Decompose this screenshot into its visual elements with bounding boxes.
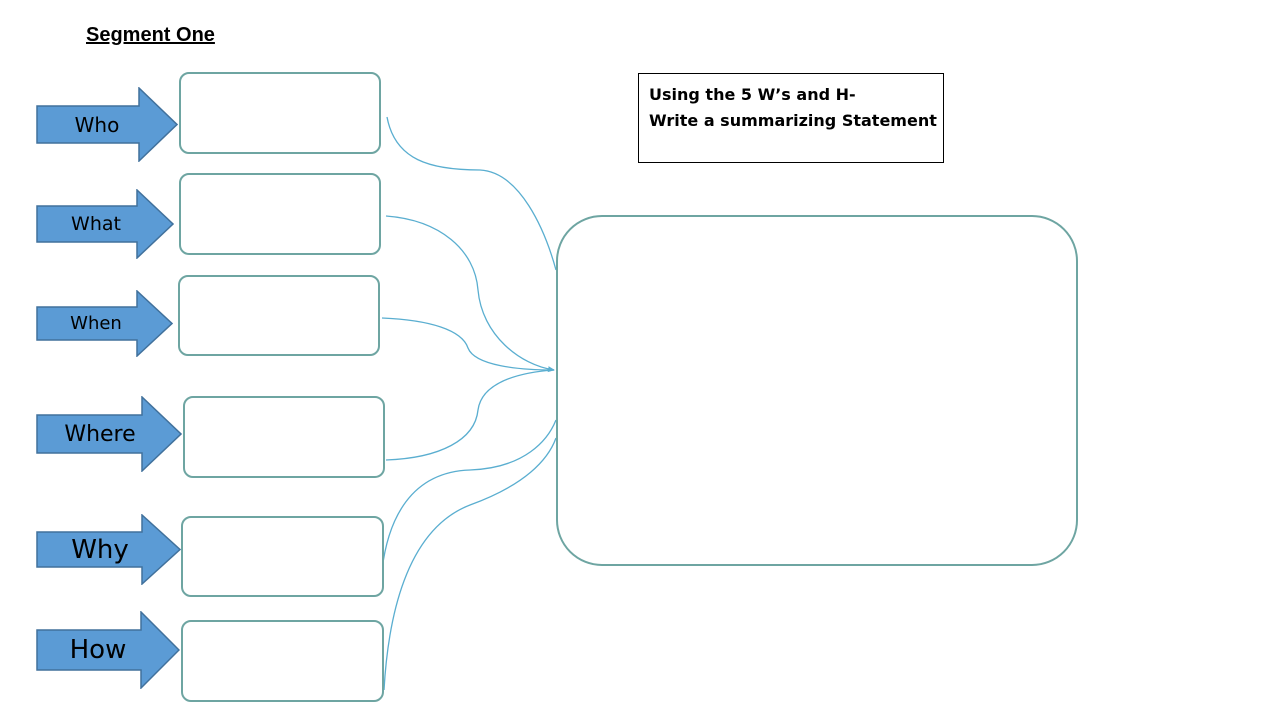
arrow-when: When <box>36 289 174 358</box>
arrow-label-where: Where <box>64 421 136 447</box>
how-answer-box[interactable] <box>181 620 384 702</box>
connector-why <box>381 419 557 571</box>
instruction-line-2: Write a summarizing Statement <box>649 111 937 130</box>
what-answer-box[interactable] <box>179 173 381 255</box>
summary-statement-box[interactable] <box>556 215 1078 566</box>
connector-how <box>383 437 557 691</box>
arrow-label-what: What <box>71 213 121 235</box>
connector-when <box>381 317 555 371</box>
arrow-label-when: When <box>70 313 122 334</box>
arrow-label-why: Why <box>71 534 129 565</box>
who-answer-box[interactable] <box>179 72 381 154</box>
when-answer-box[interactable] <box>178 275 380 356</box>
arrow-why: Why <box>36 513 182 586</box>
where-answer-box[interactable] <box>183 396 385 478</box>
arrow-label-how: How <box>69 635 127 665</box>
connector-what <box>385 215 555 373</box>
arrow-what: What <box>36 188 175 260</box>
arrow-label-who: Who <box>74 112 120 137</box>
arrow-who: Who <box>36 86 179 163</box>
instruction-box: Using the 5 W’s and H- Write a summarizi… <box>638 73 944 163</box>
instruction-line-1: Using the 5 W’s and H- <box>649 85 856 104</box>
why-answer-box[interactable] <box>181 516 384 597</box>
connector-where <box>385 369 555 461</box>
arrow-how: How <box>36 610 181 690</box>
arrow-where: Where <box>36 395 183 473</box>
connector-who <box>386 116 557 271</box>
page-title: Segment One <box>86 24 215 46</box>
